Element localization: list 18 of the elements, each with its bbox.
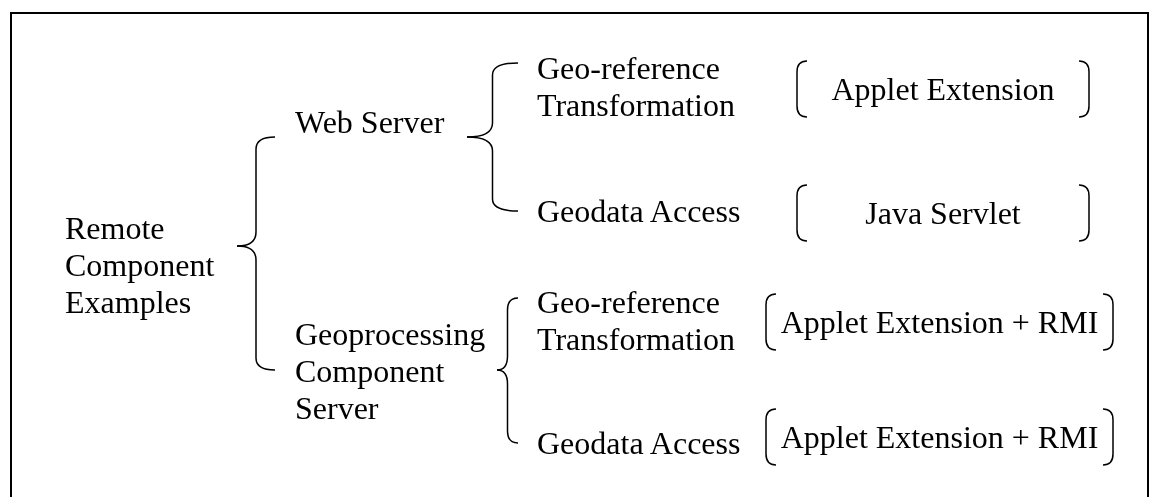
node-text: Remote Component Examples	[65, 210, 216, 321]
brace-connector	[236, 245, 276, 371]
node-text: Geo-reference Transformation	[537, 284, 736, 358]
bracketed-box	[793, 184, 1093, 242]
bracketed-box	[762, 293, 1117, 351]
bracketed-box	[762, 408, 1117, 466]
node-text: Applet Extension + RMI	[780, 303, 1099, 341]
node-text: Geodata Access	[537, 193, 742, 230]
brace-connector	[466, 136, 519, 212]
bracketed-box	[793, 60, 1093, 118]
node-text: Web Server	[295, 104, 446, 141]
node-text: Geoprocessing Component Server	[295, 316, 487, 427]
node-text: Geo-reference Transformation	[537, 50, 736, 124]
node-text: Applet Extension + RMI	[780, 418, 1099, 456]
brace-connector	[496, 369, 519, 444]
node-text: Geodata Access	[537, 425, 742, 462]
node-text: Applet Extension	[831, 70, 1055, 108]
node-text: Java Servlet	[865, 194, 1021, 232]
